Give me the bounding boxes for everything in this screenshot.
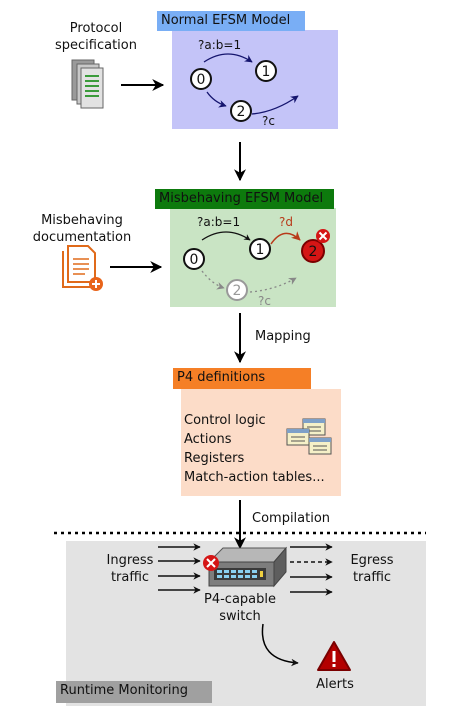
ingress-line-2: traffic — [110, 570, 150, 585]
misbehaving-doc-line-1: Misbehaving — [41, 213, 123, 228]
switch-label: P4-capable switch — [198, 591, 282, 625]
compilation-label: Compilation — [252, 511, 331, 526]
ingress-line-1: Ingress — [106, 553, 154, 568]
switch-line-1: P4-capable — [204, 592, 276, 607]
ingress-arrows — [158, 543, 201, 594]
egress-traffic-label: Egress traffic — [340, 552, 404, 586]
p4-item-registers: Registers — [184, 451, 245, 466]
state-0-label: 0 — [197, 72, 206, 88]
state-1-label: 1 — [262, 64, 271, 80]
mis-state-0 — [183, 248, 205, 270]
state-0 — [190, 68, 212, 90]
mis-state-1-label: 1 — [256, 242, 265, 258]
mis-transition-d-label: ?d — [279, 215, 293, 229]
state-2 — [230, 100, 252, 122]
p4-items-list: Control logic Actions Registers Match-ac… — [184, 411, 325, 487]
ingress-traffic-label: Ingress traffic — [98, 552, 162, 586]
mapping-label: Mapping — [255, 329, 311, 344]
mis-state-2-error-label: 2 — [309, 244, 318, 260]
error-x-icon — [316, 229, 330, 243]
misbehaving-doc-line-2: documentation — [32, 230, 132, 245]
misbehaving-efsm-header: Misbehaving EFSM Model — [155, 189, 334, 209]
switch-to-alerts-arrow — [261, 623, 299, 667]
table-icon — [286, 418, 332, 455]
p4-item-control-logic: Control logic — [184, 413, 266, 428]
document-stack-icon — [71, 59, 104, 109]
protocol-spec-label: Protocol specification — [48, 20, 144, 54]
document-add-icon — [62, 245, 103, 291]
state-1 — [255, 60, 277, 82]
mis-state-0-label: 0 — [190, 252, 199, 268]
mis-state-2 — [226, 279, 248, 301]
mis-state-1 — [249, 238, 271, 260]
misbehaving-doc-label: Misbehaving documentation — [22, 212, 142, 246]
mis-state-2-label: 2 — [233, 283, 242, 299]
transition-a-label: ?a:b=1 — [198, 38, 241, 52]
normal-efsm-graph: 0 1 2 ?a:b=1 ?c — [190, 38, 299, 128]
p4-item-actions: Actions — [184, 432, 232, 447]
protocol-spec-line-2: specification — [55, 38, 137, 53]
egress-line-2: traffic — [352, 570, 392, 585]
network-switch-icon — [207, 546, 288, 588]
transition-c-label: ?c — [262, 114, 275, 128]
state-2-label: 2 — [237, 104, 246, 120]
egress-line-1: Egress — [350, 553, 394, 568]
protocol-spec-line-1: Protocol — [69, 21, 123, 36]
egress-arrows — [290, 543, 333, 596]
mis-state-2-error — [301, 239, 325, 263]
p4-definitions-header: P4 definitions — [173, 368, 311, 389]
mis-transition-a-label: ?a:b=1 — [197, 215, 240, 229]
misbehaving-efsm-graph: 0 1 2 2 ?a:b=1 ?d ?c — [183, 215, 330, 308]
alerts-label: Alerts — [316, 677, 354, 692]
p4-item-match-action: Match-action tables... — [184, 470, 325, 485]
normal-efsm-header: Normal EFSM Model — [157, 11, 305, 31]
mis-transition-c-label: ?c — [258, 294, 271, 308]
runtime-monitoring-header: Runtime Monitoring — [56, 681, 212, 703]
switch-line-2: switch — [219, 609, 261, 624]
switch-error-x-icon — [203, 555, 219, 571]
warning-icon — [317, 641, 351, 671]
